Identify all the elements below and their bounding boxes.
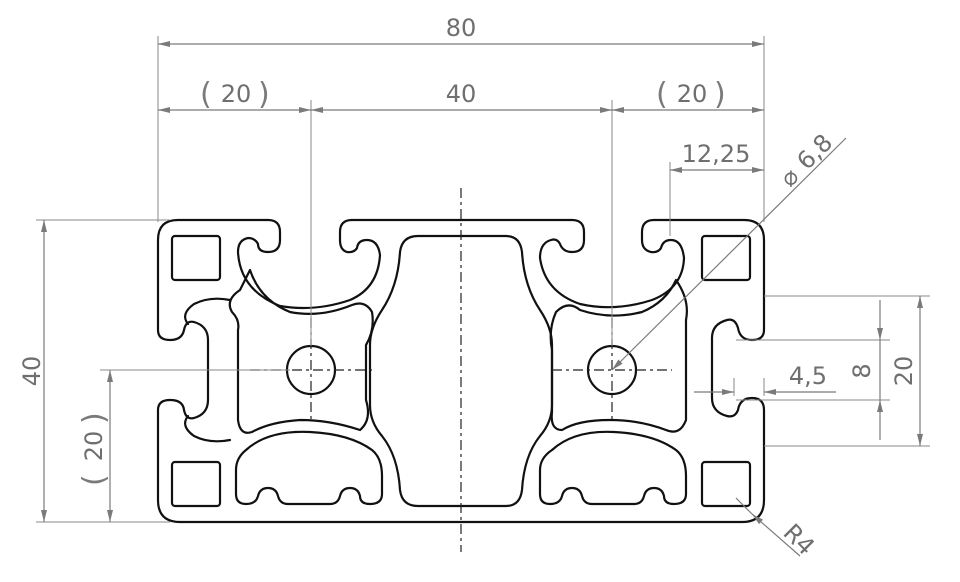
profile-outer-contour <box>156 218 766 524</box>
paren-close-lower: ) <box>77 412 112 424</box>
left-core-cavity <box>228 268 374 434</box>
label-left-offset: 20 <box>221 80 252 108</box>
label-lower-offset: 20 <box>80 431 108 462</box>
left-side-slot-upper <box>184 297 232 326</box>
paren-open-lower: ( <box>77 474 112 486</box>
label-hole-diameter: 6,8 <box>791 128 838 175</box>
corner-cavity-top-right <box>700 234 752 282</box>
label-slot-opening: 8 <box>848 363 876 378</box>
corner-cavity-bottom-left <box>170 460 222 508</box>
corner-cavity-top-left <box>170 234 222 282</box>
paren-close-left: ) <box>258 77 270 112</box>
center-cavity <box>368 234 554 508</box>
label-slot-depth-height: 20 <box>890 356 918 387</box>
dimension-lines <box>41 41 923 557</box>
left-side-slot-lower <box>184 414 232 443</box>
label-slot-offset: 12,25 <box>682 140 751 168</box>
paren-open-right: ( <box>656 77 668 112</box>
label-center-span: 40 <box>446 80 477 108</box>
diameter-symbol: ⌀ <box>774 162 804 192</box>
center-lines <box>250 188 672 552</box>
extension-lines <box>36 36 930 523</box>
label-corner-radius: R4 <box>778 518 820 560</box>
paren-open-left: ( <box>200 77 212 112</box>
bottom-left-slot-cavity <box>234 430 384 506</box>
label-right-offset: 20 <box>677 80 708 108</box>
bottom-right-slot-cavity <box>538 430 688 506</box>
paren-close-right: ) <box>714 77 726 112</box>
dimension-labels: 80 ( 20 ) 40 ( 20 ) 12,25 ⌀ 6,8 40 ( 20 … <box>18 14 918 561</box>
label-overall-width: 80 <box>446 14 477 42</box>
dim-leader-hole-diameter <box>611 137 847 371</box>
label-slot-width: 4,5 <box>789 362 827 390</box>
dim-leader-corner-radius <box>751 513 801 557</box>
right-core-cavity <box>549 278 688 433</box>
corner-cavity-bottom-right <box>700 460 752 508</box>
label-overall-height: 40 <box>18 356 46 387</box>
